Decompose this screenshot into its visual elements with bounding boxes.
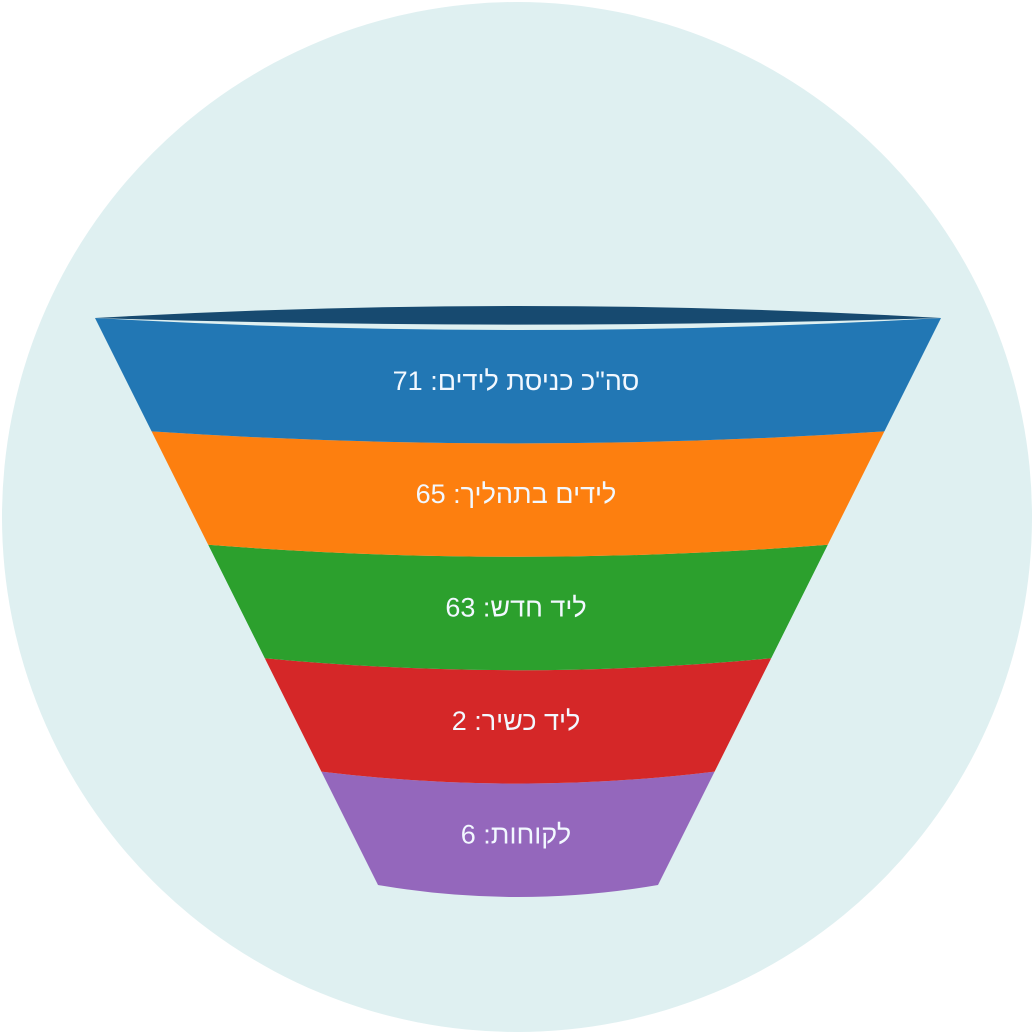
funnel-segment-3 <box>208 544 828 671</box>
funnel-label-5: לקוחות: 6 <box>461 819 571 849</box>
funnel-label-4: ליד כשיר: 2 <box>452 706 581 736</box>
funnel-label-1: סה"כ כניסת לידים: 71 <box>393 366 640 396</box>
funnel-segment-4 <box>264 658 772 784</box>
funnel-top-rim <box>95 306 941 325</box>
funnel-label-2: לידים בתהליך: 65 <box>416 479 617 509</box>
funnel-segment-2 <box>151 431 885 557</box>
funnel-label-3: ליד חדש: 63 <box>445 593 586 623</box>
funnel-segment-1 <box>95 318 941 444</box>
funnel-segment-5 <box>321 771 715 897</box>
